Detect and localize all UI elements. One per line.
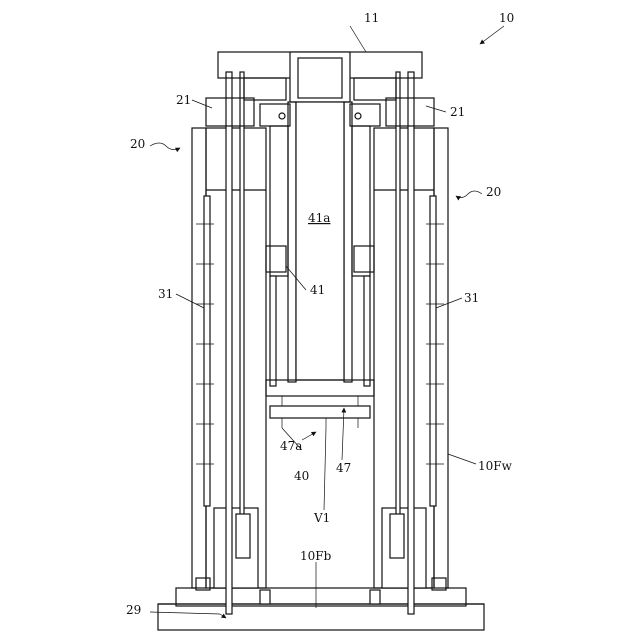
- heater-left: [196, 196, 214, 506]
- label-10: 10: [499, 11, 514, 25]
- clamp-left: [206, 98, 290, 126]
- label-20-left: 20: [130, 137, 145, 151]
- heater-right: [426, 196, 444, 506]
- label-40: 40: [294, 469, 309, 483]
- base-plate: [158, 578, 484, 630]
- top-flange: [218, 52, 422, 102]
- label-47: 47: [336, 461, 351, 475]
- label-31-left: 31: [158, 287, 173, 301]
- label-11: 11: [364, 11, 379, 25]
- label-10Fb: 10Fb: [300, 549, 332, 563]
- label-V1: V1: [313, 511, 330, 525]
- clamp-right: [350, 98, 434, 126]
- label-41: 41: [310, 283, 325, 297]
- inner-tube: [266, 102, 374, 386]
- label-21-right: 21: [450, 105, 465, 119]
- bottom-plate: [266, 380, 374, 428]
- label-10Fw: 10Fw: [478, 459, 513, 473]
- label-29: 29: [126, 603, 141, 617]
- label-21-left: 21: [176, 93, 191, 107]
- label-31-right: 31: [464, 291, 479, 305]
- label-41a: 41a: [308, 211, 330, 225]
- label-20-right: 20: [486, 185, 501, 199]
- label-47a: 47a: [280, 439, 302, 453]
